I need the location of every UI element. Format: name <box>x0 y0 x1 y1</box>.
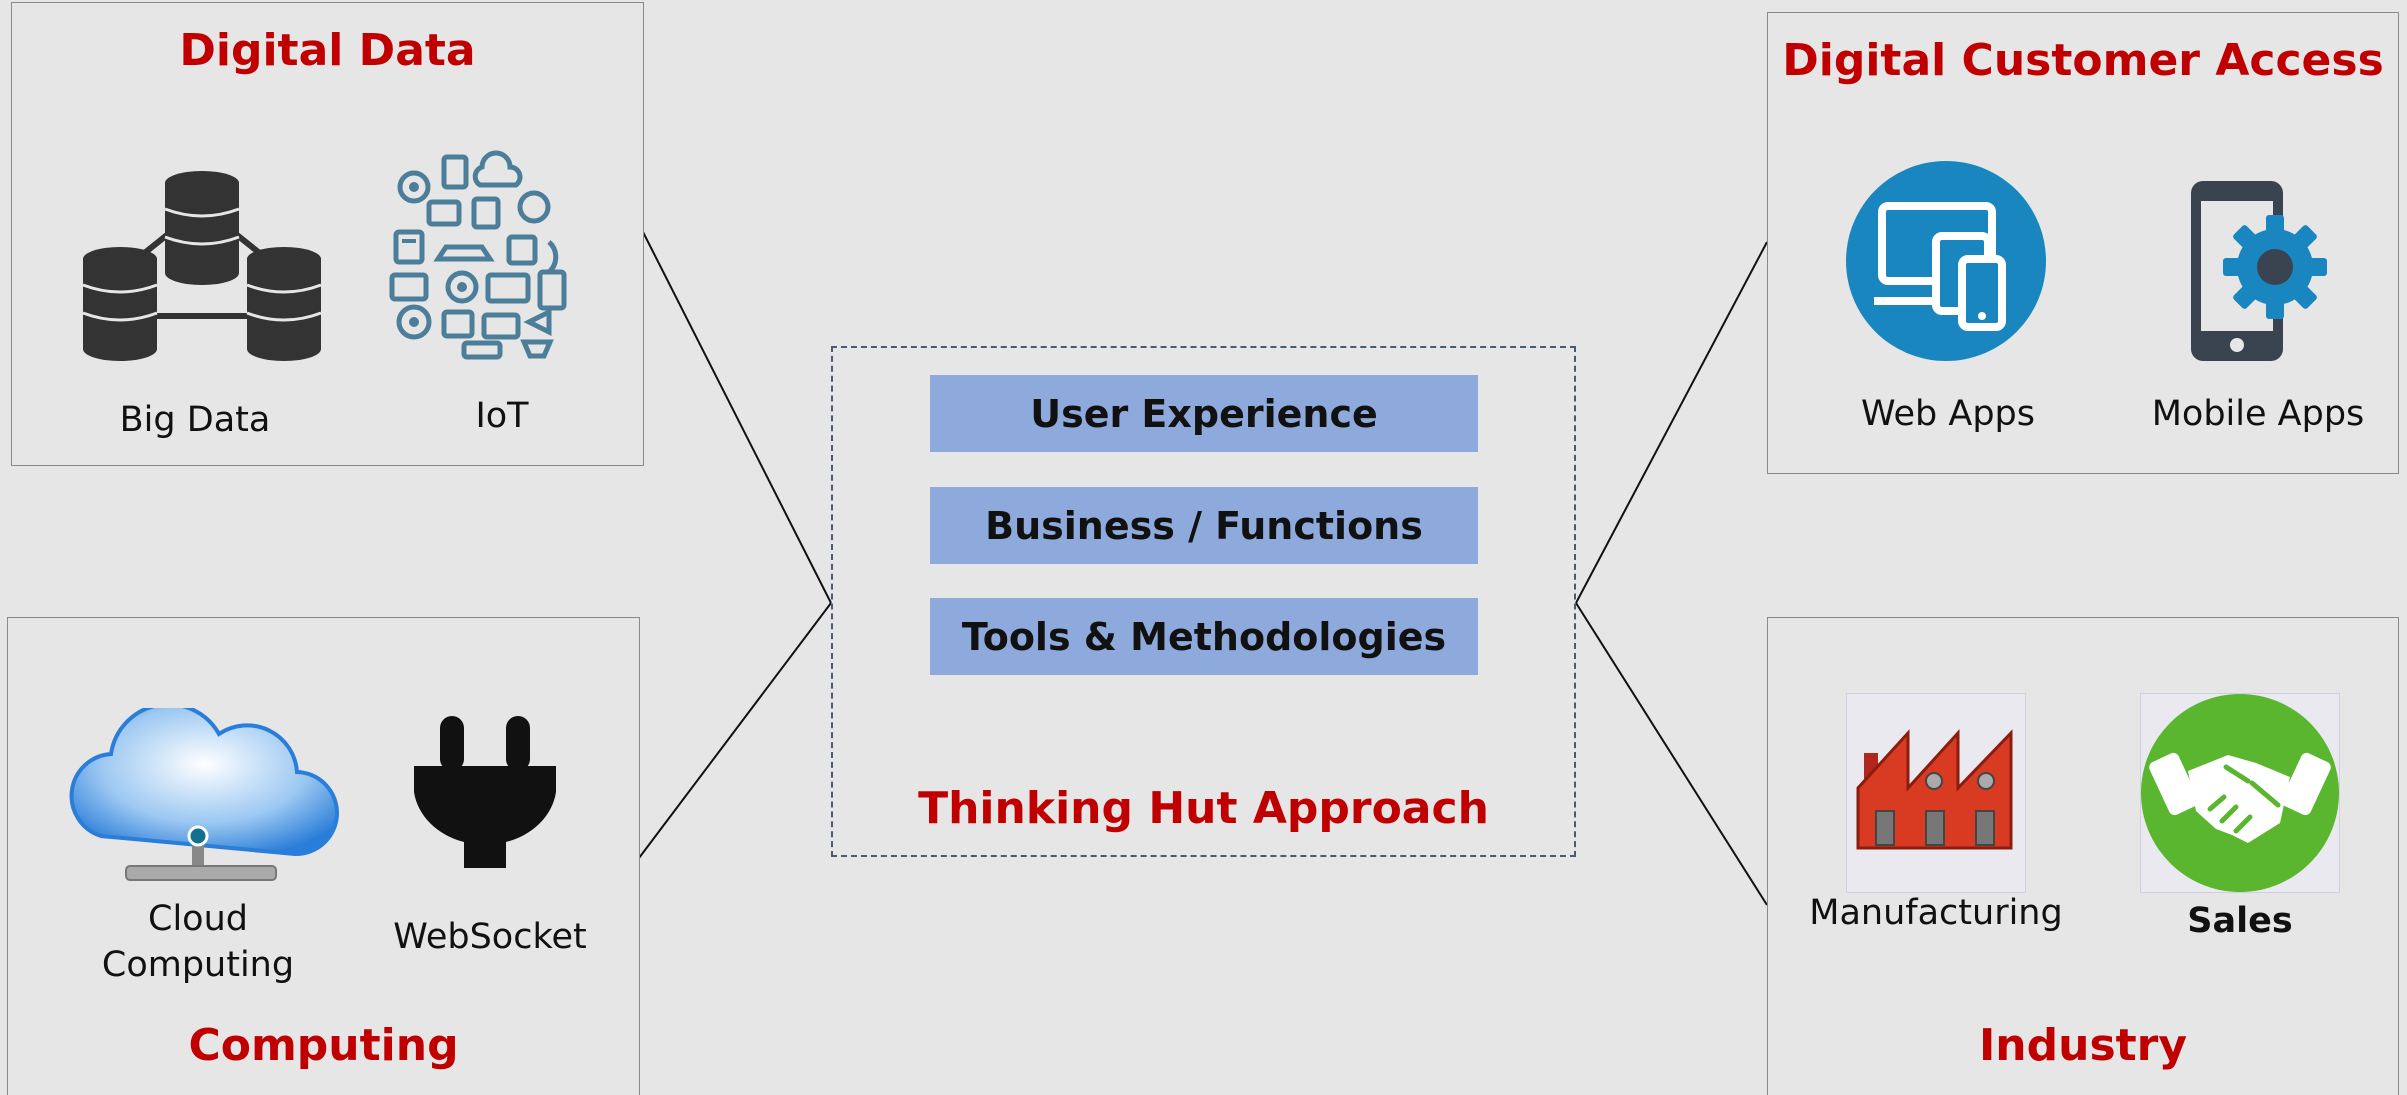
approach-caption: Thinking Hut Approach <box>918 783 1489 834</box>
panel-title: Computing <box>188 1020 459 1071</box>
connector-industry <box>1575 602 1768 906</box>
plug-icon <box>414 716 556 868</box>
connector-customer-access <box>1575 241 1768 604</box>
mobile-gear-icon <box>2191 181 2327 361</box>
panel-customer-access: Digital Customer Access Web Apps Mobile … <box>1767 12 2399 474</box>
factory-icon <box>1846 693 2026 893</box>
iot-devices-icon <box>389 150 567 360</box>
cloud-icon <box>69 708 339 881</box>
approach-box: User Experience Business / Functions Too… <box>831 346 1576 857</box>
panel-digital-data: Digital Data <box>11 2 644 466</box>
item-label-iot: IoT <box>475 396 529 436</box>
item-label-web-apps: Web Apps <box>1860 394 2036 434</box>
panel-computing: Cloud Computing WebSocket Computing <box>7 617 640 1095</box>
item-label-websocket: WebSocket <box>393 917 587 957</box>
bar-user-experience: User Experience <box>930 375 1478 452</box>
panel-industry: Manufacturing Sales Industry <box>1767 617 2399 1095</box>
item-label-manufacturing: Manufacturing <box>1809 893 2063 933</box>
item-label-cloud-computing: Cloud Computing <box>101 899 295 985</box>
handshake-icon <box>2140 693 2340 893</box>
panel-title: Industry <box>1978 1020 2188 1071</box>
item-label-mobile-apps: Mobile Apps <box>2151 394 2365 434</box>
panel-title: Digital Data <box>179 25 476 76</box>
bar-business-functions: Business / Functions <box>930 487 1478 564</box>
database-cluster-icon <box>82 171 322 361</box>
item-label-big-data: Big Data <box>119 400 271 440</box>
panel-title: Digital Customer Access <box>1782 35 2384 86</box>
connector-digital-data <box>642 231 832 604</box>
web-devices-icon <box>1846 161 2046 361</box>
connector-computing <box>638 602 832 859</box>
item-label-sales: Sales <box>2187 901 2293 941</box>
bar-tools-methodologies: Tools & Methodologies <box>930 598 1478 675</box>
